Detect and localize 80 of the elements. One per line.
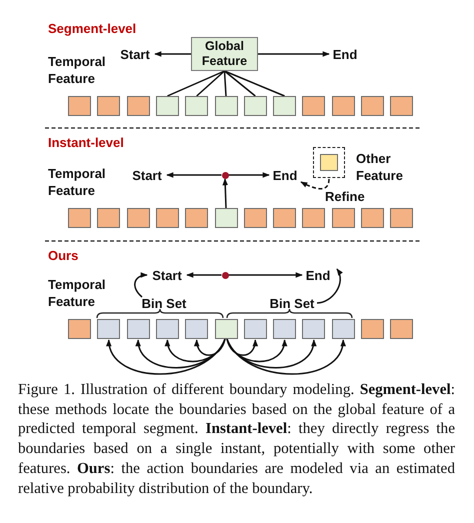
dot-marker — [222, 272, 228, 278]
feature-box — [156, 319, 179, 339]
arrow — [107, 338, 226, 375]
arrow — [258, 51, 330, 57]
node-caption: Other Feature — [356, 150, 404, 184]
feature-box — [273, 319, 296, 339]
section-heading: Segment-level — [48, 20, 136, 37]
feature-box — [244, 208, 267, 228]
feature-box — [185, 208, 208, 228]
arrow — [228, 272, 303, 278]
arrow — [166, 172, 222, 178]
feature-box — [97, 319, 120, 339]
arrow — [226, 338, 316, 368]
connector-line — [224, 70, 227, 96]
figure-caption: Figure 1. Illustration of different boundary modeling. Segment-level: these methods locate the boundaries based on the global feature of a predicted temporal segment. Instant-level: they directly regress the boundaries based on a single instant, potentially with some other features. Ours: the action boundaries are modeled via an estimated relative probability distribution of the boundary. — [18, 380, 455, 498]
feature-box — [332, 96, 355, 116]
feature-box — [156, 208, 179, 228]
feature-box — [361, 208, 384, 228]
node-label: End — [270, 167, 300, 183]
feature-box — [126, 319, 150, 339]
row-label: Temporal Feature — [48, 53, 107, 87]
feature-box — [302, 96, 326, 116]
feature-box — [332, 319, 355, 339]
feature-box — [244, 96, 267, 116]
node-label: Bin Set — [268, 295, 316, 311]
feature-box — [361, 96, 384, 116]
node-label: Start — [116, 46, 154, 62]
feature-box — [185, 96, 208, 116]
node-label: Start — [148, 267, 186, 283]
arrow — [226, 338, 345, 375]
feature-box — [214, 208, 238, 228]
arrow — [136, 338, 226, 368]
section-heading: Ours — [48, 247, 78, 264]
feature-box — [302, 319, 326, 339]
dashed-box — [313, 147, 345, 178]
feature-box — [185, 319, 208, 339]
row-label: Temporal Feature — [48, 276, 107, 310]
feature-box — [390, 96, 414, 116]
feature-box — [126, 96, 150, 116]
feature-box — [320, 154, 338, 171]
feature-box — [126, 208, 150, 228]
feature-box — [156, 96, 179, 116]
connector-line — [224, 70, 285, 97]
feature-box — [273, 208, 296, 228]
feature-box — [68, 319, 91, 339]
feature-box — [273, 96, 296, 116]
row-label: Temporal Feature — [48, 165, 107, 199]
dot-marker — [222, 172, 228, 178]
feature-box — [68, 208, 91, 228]
node-label: End — [330, 46, 360, 62]
arrow — [154, 51, 191, 57]
arrow — [228, 172, 270, 178]
feature-box — [390, 319, 414, 339]
feature-box: Global Feature — [191, 37, 258, 71]
feature-box — [214, 319, 238, 339]
node-label: End — [303, 267, 333, 283]
arrow — [166, 338, 226, 362]
feature-box — [332, 208, 355, 228]
feature-box — [97, 96, 120, 116]
feature-box — [244, 319, 267, 339]
connector-line — [224, 70, 256, 97]
arrow — [316, 268, 342, 304]
arrow — [186, 272, 222, 278]
arrow — [222, 178, 228, 208]
connector-line — [196, 70, 225, 97]
node-label: Start — [128, 167, 166, 183]
feature-box — [214, 96, 238, 116]
feature-box — [68, 96, 91, 116]
node-label: Bin Set — [140, 295, 188, 311]
arrow — [226, 338, 258, 356]
feature-box — [97, 208, 120, 228]
feature-box — [302, 208, 326, 228]
connector-line — [167, 70, 225, 97]
feature-box — [361, 319, 384, 339]
section-heading: Instant-level — [48, 134, 124, 151]
arrow — [134, 272, 148, 298]
edge-label: Refine — [324, 189, 366, 204]
feature-box — [390, 208, 414, 228]
arrow — [194, 338, 226, 356]
arrow — [226, 338, 286, 362]
